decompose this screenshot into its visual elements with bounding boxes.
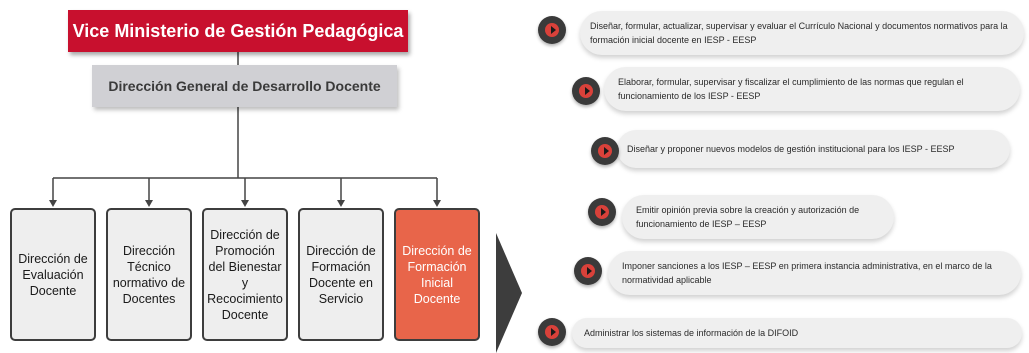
bullet-arrow-icon: [538, 16, 566, 44]
function-text: Diseñar, formular, actualizar, supervisa…: [590, 21, 1008, 45]
bullet-arrow-icon: [588, 198, 616, 226]
pointer-arrow-icon: [496, 233, 522, 353]
vice-ministerio-box: Vice Ministerio de Gestión Pedagógica: [68, 10, 408, 52]
directorate-formacion-servicio: Dirección de Formación Docente en Servic…: [298, 208, 384, 341]
function-item: Diseñar y proponer nuevos modelos de ges…: [617, 130, 1010, 168]
function-text: Emitir opinión previa sobre la creación …: [636, 205, 860, 229]
function-item: Emitir opinión previa sobre la creación …: [622, 195, 894, 239]
bullet-arrow-icon: [574, 257, 602, 285]
bullet-arrow-icon: [538, 318, 566, 346]
directorate-promocion-bienestar: Dirección de Promoción del Bienestar y R…: [202, 208, 288, 341]
bullet-arrow-icon: [572, 77, 600, 105]
directorate-tecnico-normativo: Dirección Técnico normativo de Docentes: [106, 208, 192, 341]
function-text: Elaborar, formular, supervisar y fiscali…: [618, 77, 964, 101]
function-item: Diseñar, formular, actualizar, supervisa…: [580, 11, 1024, 55]
function-item: Administrar los sistemas de información …: [572, 318, 1022, 348]
direccion-general-box: Dirección General de Desarrollo Docente: [92, 65, 397, 107]
directorate-formacion-inicial: Dirección de Formación Inicial Docente: [394, 208, 480, 341]
bullet-arrow-icon: [591, 137, 619, 165]
function-text: Imponer sanciones a los IESP – EESP en p…: [622, 261, 992, 285]
function-text: Diseñar y proponer nuevos modelos de ges…: [627, 144, 955, 154]
directorate-evaluacion: Dirección de Evaluación Docente: [10, 208, 96, 341]
function-item: Imponer sanciones a los IESP – EESP en p…: [608, 251, 1021, 295]
function-text: Administrar los sistemas de información …: [584, 328, 799, 338]
function-item: Elaborar, formular, supervisar y fiscali…: [604, 67, 1020, 111]
